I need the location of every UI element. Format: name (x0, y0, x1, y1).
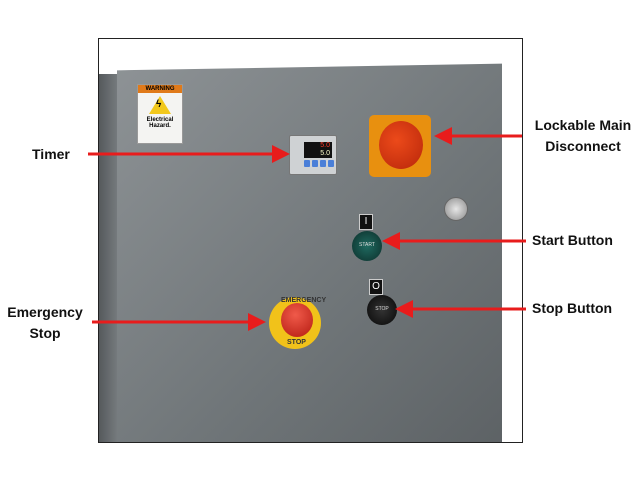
main-disconnect-switch (369, 115, 431, 177)
disconnect-knob (379, 121, 423, 169)
estop-cap (281, 303, 313, 337)
warning-text: Electrical Hazard. (146, 117, 174, 129)
warning-label: WARNING ϟ Electrical Hazard. (137, 84, 183, 144)
estop-text-bottom: STOP (287, 339, 306, 346)
estop-label-line2: Stop (29, 325, 61, 341)
disconnect-label-line1: Lockable Main (534, 117, 632, 133)
stop-legend: O (369, 279, 383, 295)
start-legend: I (359, 214, 373, 230)
estop-label-line1: Emergency (7, 304, 83, 320)
start-label: Start Button (532, 232, 613, 248)
enclosure-side (99, 74, 121, 442)
disconnect-label-line2: Disconnect (545, 138, 621, 154)
timer-device: 5.0 5.0 (289, 135, 337, 175)
stop-button: STOP (367, 295, 397, 325)
door-lock (444, 197, 468, 221)
emergency-stop-button: EMERGENCY STOP (269, 297, 326, 349)
electrical-hazard-icon: ϟ (149, 96, 171, 114)
timer-display: 5.0 5.0 (304, 142, 332, 158)
timer-keys (304, 160, 336, 167)
start-button: START (352, 231, 382, 261)
timer-label: Timer (32, 146, 70, 162)
timer-value-top: 5.0 (320, 142, 330, 149)
stop-label: Stop Button (532, 300, 613, 316)
warning-header: WARNING (138, 85, 182, 93)
estop-text-top: EMERGENCY (281, 297, 327, 304)
timer-value-bottom: 5.0 (320, 150, 330, 157)
